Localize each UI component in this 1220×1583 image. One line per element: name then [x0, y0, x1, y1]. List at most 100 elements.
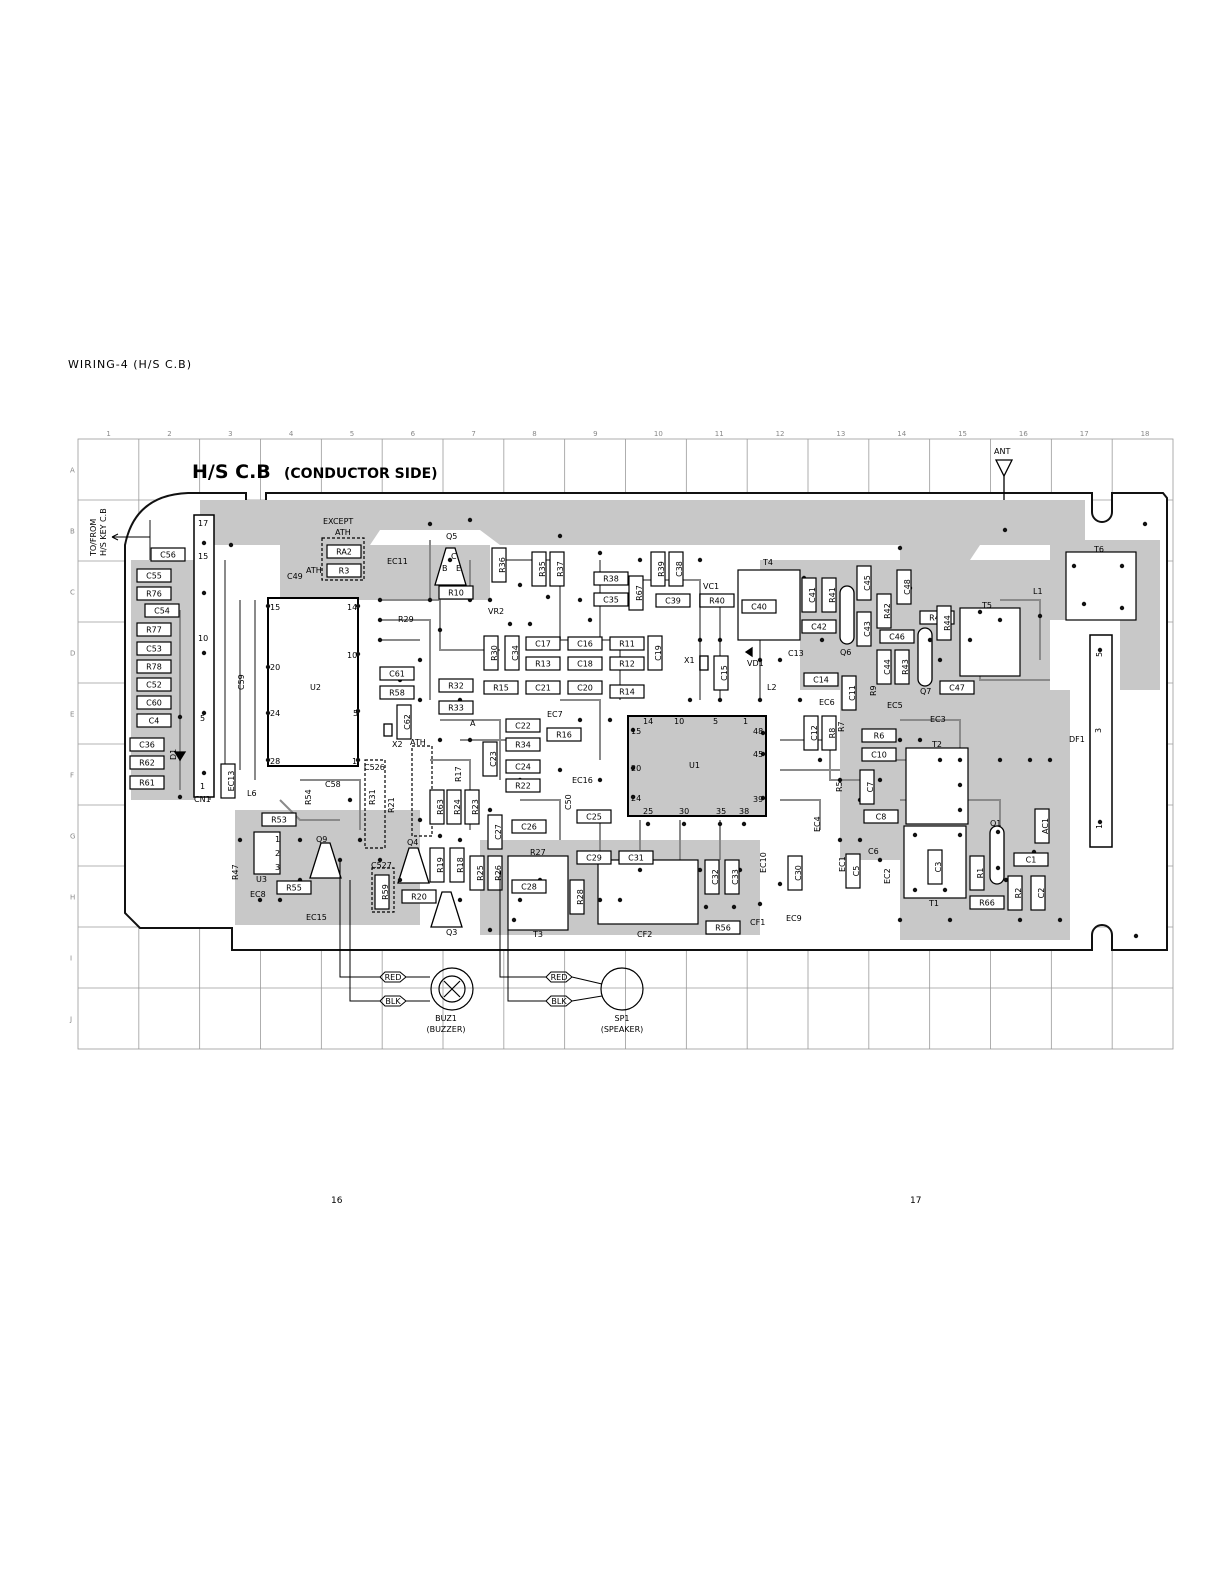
component-label: C19 [654, 645, 663, 661]
component-r32: R32 [438, 678, 474, 693]
component-label: R33 [448, 704, 464, 713]
component-r67: R67 [628, 575, 644, 611]
solder-pad [201, 710, 207, 716]
speaker-symbol [600, 967, 644, 1011]
solder-pad [741, 821, 747, 827]
component-c29: C29 [576, 850, 612, 865]
component-r3: R3 [326, 563, 362, 578]
grid-col-label: 1 [106, 430, 110, 438]
solder-pad [630, 765, 636, 771]
component-c28: C28 [511, 879, 547, 894]
component-label: R42 [883, 603, 892, 619]
board-label: 5 [1095, 652, 1104, 657]
solder-pad [377, 617, 383, 623]
solder-pad [1071, 563, 1077, 569]
component-c60: C60 [136, 695, 172, 710]
solder-pad [1002, 527, 1008, 533]
component-r2: R2 [1007, 875, 1023, 911]
board-label: U2 [310, 683, 321, 692]
board-label: X2 [392, 740, 403, 749]
buzzer-ref: BUZ1 [435, 1014, 457, 1023]
board-label: DF1 [1069, 735, 1085, 744]
board-label: R31 [368, 789, 377, 805]
page-header: WIRING-4 (H/S C.B) [68, 358, 192, 371]
component-c32: C32 [704, 859, 720, 895]
solder-pad [997, 617, 1003, 623]
component-label: C30 [794, 865, 803, 881]
solder-pad [417, 657, 423, 663]
solder-pad [717, 821, 723, 827]
component-label: R61 [139, 779, 155, 788]
solder-pad [957, 782, 963, 788]
board-label: 1 [1095, 824, 1104, 829]
component-c5: C5 [845, 853, 861, 889]
component-label: R14 [619, 688, 635, 697]
board-label: B [442, 564, 448, 573]
solder-pad [355, 603, 361, 609]
solder-pad [201, 650, 207, 656]
component-r25: R25 [469, 855, 485, 891]
component-label: C41 [808, 587, 817, 603]
board-label: C58 [325, 780, 341, 789]
board-label: R5 [835, 781, 844, 792]
solder-pad [277, 897, 283, 903]
board-label: R21 [387, 797, 396, 813]
board-label: 15 [631, 727, 641, 736]
solder-pad [201, 770, 207, 776]
solder-pad [417, 697, 423, 703]
solder-pad [957, 807, 963, 813]
component-r40: R40 [699, 593, 735, 608]
board-label: EC3 [930, 715, 946, 724]
component-c38: C38 [668, 551, 684, 587]
component-label: R37 [556, 561, 565, 577]
component-r11: R11 [609, 636, 645, 651]
solder-pad [265, 664, 271, 670]
component-label: R44 [943, 615, 952, 631]
component-label: R55 [286, 884, 302, 893]
solder-pad [977, 609, 983, 615]
component-label: R11 [619, 640, 635, 649]
component-label: EC13 [227, 771, 236, 792]
solder-pad [697, 557, 703, 563]
component-label: C8 [876, 813, 887, 822]
solder-pad [777, 881, 783, 887]
component-label: R16 [556, 731, 572, 740]
board-label: EC11 [387, 557, 408, 566]
buzzer-symbol [430, 967, 474, 1011]
board-label: EC1 [838, 856, 847, 872]
grid-col-label: 4 [289, 430, 294, 438]
board-label: L2 [767, 683, 777, 692]
solder-pad [447, 557, 453, 563]
board-label: EC5 [887, 701, 903, 710]
u2-outline [267, 597, 359, 767]
small-symbols [173, 459, 1014, 762]
solder-pad [912, 887, 918, 893]
component-label: C1 [1026, 856, 1037, 865]
solder-pad [577, 597, 583, 603]
solder-pad [557, 533, 563, 539]
component-c22: C22 [505, 718, 541, 733]
component-r16: R16 [546, 727, 582, 742]
component-r8: R8 [821, 715, 837, 751]
component-r44: R44 [936, 605, 952, 641]
board-label: T4 [762, 558, 773, 567]
antenna-label: ANT [994, 447, 1010, 456]
except-label: EXCEPT [323, 517, 353, 526]
component-label: C47 [949, 684, 965, 693]
solder-pad [817, 757, 823, 763]
solder-pad [1081, 601, 1087, 607]
component-label: R40 [709, 597, 725, 606]
solder-pad [697, 637, 703, 643]
wire-red-speaker: RED [551, 973, 568, 982]
component-label: R35 [538, 561, 547, 577]
solder-pad [1133, 933, 1139, 939]
solder-pad [527, 621, 533, 627]
component-label: C25 [586, 813, 602, 822]
board-label: C527 [371, 861, 392, 870]
wire-red-buzzer: RED [385, 973, 402, 982]
cn1-outline [193, 514, 215, 798]
component-c62: C62 [396, 704, 412, 740]
component-label: R36 [498, 557, 507, 573]
